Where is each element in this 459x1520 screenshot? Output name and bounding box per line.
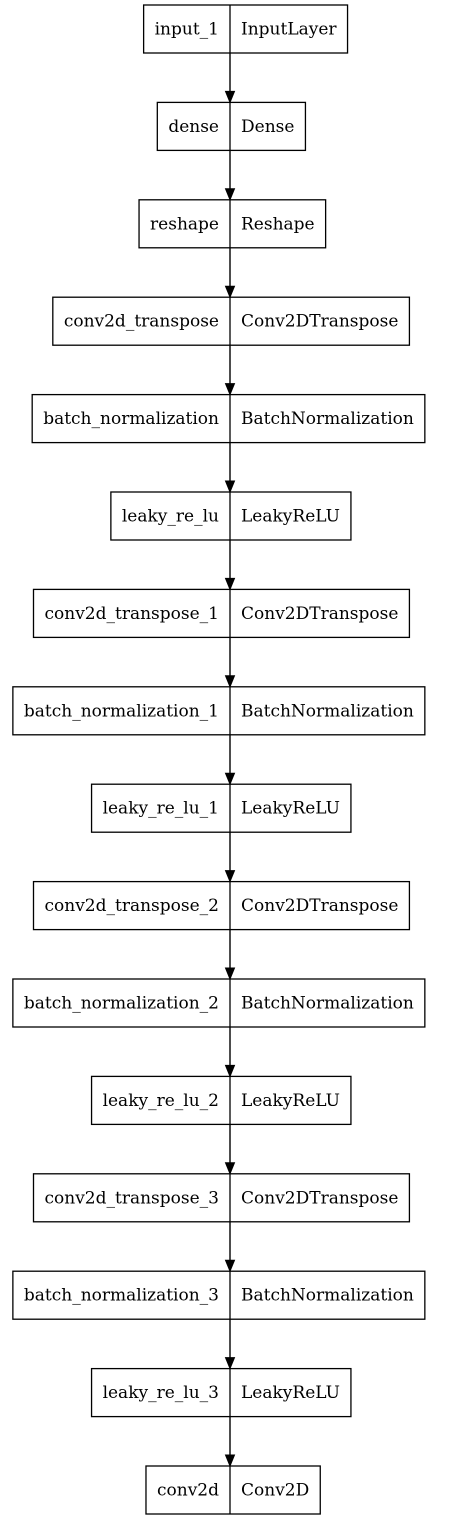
arrowhead-icon — [224, 383, 236, 396]
layer-name-label: conv2d_transpose_1 — [45, 604, 220, 624]
layer-node: leaky_re_lu_1 LeakyReLU — [90, 783, 352, 833]
edge-arrow — [224, 929, 236, 981]
layer-node: batch_normalization BatchNormalization — [31, 393, 426, 444]
arrowhead-icon — [224, 675, 236, 689]
arrowhead-icon — [224, 967, 236, 981]
layer-node-border — [52, 296, 411, 346]
layer-name-label: dense — [168, 117, 219, 137]
arrowhead-icon — [224, 1357, 236, 1370]
arrowhead-icon — [224, 1162, 236, 1176]
arrowhead-icon — [224, 772, 236, 786]
layer-node: leaky_re_lu_2 LeakyReLU — [90, 1075, 352, 1126]
layer-node: batch_normalization_2 BatchNormalization — [12, 978, 426, 1028]
layer-name-label: conv2d_transpose_2 — [45, 896, 220, 916]
layer-node-border — [142, 4, 349, 54]
layer-name-label: leaky_re_lu_2 — [103, 1091, 219, 1111]
layer-node: dense Dense — [156, 101, 307, 152]
layer-type-label: Dense — [241, 117, 294, 137]
layer-name-label: conv2d_transpose_3 — [45, 1188, 220, 1208]
layer-name-label: leaky_re_lu_3 — [103, 1383, 219, 1403]
layer-type-label: BatchNormalization — [241, 994, 414, 1014]
layer-name-label: batch_normalization_3 — [24, 1286, 219, 1306]
layer-node-border — [138, 199, 327, 249]
edge-arrow — [224, 1319, 236, 1370]
edge-arrow — [224, 1027, 236, 1078]
layer-node: input_1 InputLayer — [142, 4, 349, 54]
layer-type-label: Conv2DTranspose — [241, 604, 398, 624]
arrowhead-icon — [224, 1259, 236, 1273]
layer-name-label: reshape — [150, 214, 219, 234]
layer-type-label: LeakyReLU — [241, 799, 340, 819]
layer-node-border — [12, 1270, 426, 1320]
layer-type-label: Conv2D — [241, 1481, 309, 1501]
layer-type-label: LeakyReLU — [241, 1383, 340, 1403]
layer-type-label: Conv2DTranspose — [241, 312, 398, 332]
arrowhead-icon — [224, 1454, 236, 1468]
layer-node-border — [90, 783, 352, 833]
edge-arrow — [224, 1416, 236, 1468]
layer-node-border — [32, 588, 411, 639]
layer-type-label: BatchNormalization — [241, 701, 414, 721]
layer-node: batch_normalization_3 BatchNormalization — [12, 1270, 426, 1320]
layer-type-label: BatchNormalization — [241, 1286, 414, 1306]
arrowhead-icon — [224, 1064, 236, 1078]
edge-arrow — [224, 150, 236, 202]
layer-node-border — [110, 491, 352, 541]
layer-node: conv2d_transpose Conv2DTranspose — [52, 296, 411, 346]
layer-node-border — [32, 1173, 411, 1223]
layer-name-label: conv2d — [157, 1481, 219, 1501]
layer-node-border — [145, 1465, 321, 1515]
layer-node: conv2d_transpose_1 Conv2DTranspose — [32, 588, 411, 639]
arrowhead-icon — [224, 188, 236, 202]
layer-name-label: batch_normalization_1 — [24, 701, 219, 721]
arrowhead-icon — [224, 577, 236, 591]
edge-arrow — [224, 637, 236, 689]
layer-node-border — [90, 1367, 352, 1418]
layer-node: leaky_re_lu LeakyReLU — [110, 491, 352, 541]
layer-name-label: batch_normalization_2 — [24, 994, 219, 1014]
edge-arrow — [224, 734, 236, 786]
edge-arrow — [224, 247, 236, 299]
layer-name-label: batch_normalization — [43, 409, 219, 429]
layer-type-label: Reshape — [241, 214, 315, 234]
layer-node-border — [32, 880, 411, 931]
layer-node-border — [12, 686, 426, 736]
arrowhead-icon — [224, 90, 236, 104]
nodes-layer: input_1 InputLayer dense Dense reshape Reshap… — [12, 4, 426, 1515]
edge-arrow — [224, 345, 236, 396]
layer-node-border — [90, 1075, 352, 1126]
layer-name-label: input_1 — [155, 20, 219, 40]
layer-node: leaky_re_lu_3 LeakyReLU — [90, 1367, 352, 1418]
layer-name-label: leaky_re_lu_1 — [103, 799, 219, 819]
layer-node-border — [12, 978, 426, 1028]
layer-node: conv2d_transpose_3 Conv2DTranspose — [32, 1173, 411, 1223]
layer-node: reshape Reshape — [138, 199, 327, 249]
layer-node: batch_normalization_1 BatchNormalization — [12, 686, 426, 736]
layer-name-label: conv2d_transpose — [64, 312, 219, 332]
layer-type-label: Conv2DTranspose — [241, 896, 398, 916]
layer-node: conv2d Conv2D — [145, 1465, 321, 1515]
layer-name-label: leaky_re_lu — [122, 507, 219, 527]
edge-arrow — [224, 1221, 236, 1273]
arrowhead-icon — [224, 285, 236, 299]
edge-arrow — [224, 442, 236, 494]
edges-layer — [224, 53, 236, 1468]
edge-arrow — [224, 1124, 236, 1176]
arrowhead-icon — [224, 870, 236, 883]
edge-arrow — [224, 53, 236, 104]
layer-node-border — [156, 101, 307, 152]
layer-type-label: InputLayer — [241, 20, 337, 40]
layer-type-label: LeakyReLU — [241, 1091, 340, 1111]
layer-node-border — [31, 393, 426, 444]
layer-node: conv2d_transpose_2 Conv2DTranspose — [32, 880, 411, 931]
layer-type-label: Conv2DTranspose — [241, 1188, 398, 1208]
edge-arrow — [224, 832, 236, 883]
arrowhead-icon — [224, 480, 236, 494]
layer-type-label: LeakyReLU — [241, 507, 340, 527]
edge-arrow — [224, 540, 236, 591]
layer-type-label: BatchNormalization — [241, 409, 414, 429]
